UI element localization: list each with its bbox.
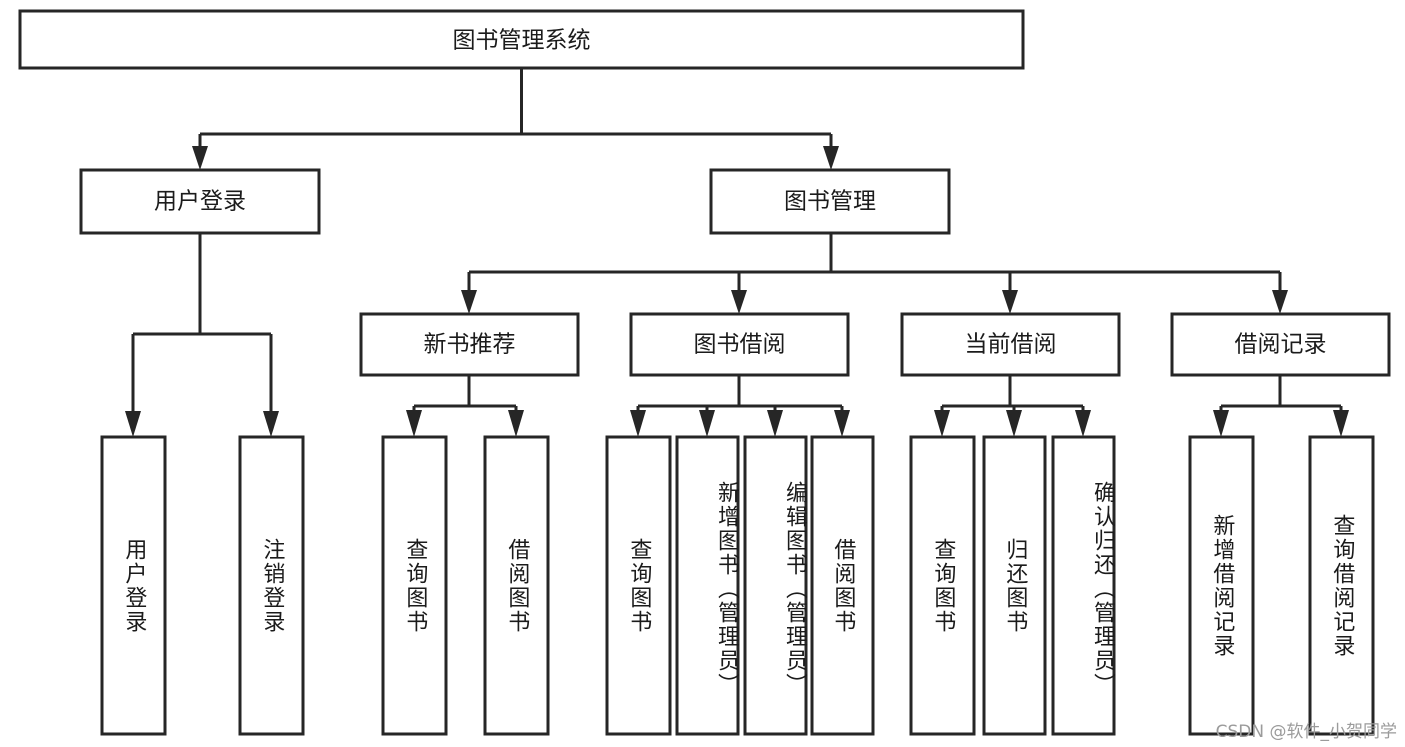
node-user-login-box[interactable]	[79, 168, 321, 235]
arrow-head-edit-book	[767, 410, 783, 437]
node-borrow-record-box[interactable]	[1170, 312, 1391, 377]
arrow-head-query-book-2	[630, 410, 646, 437]
node-leaf-add-book-box[interactable]	[675, 435, 740, 736]
arrow-head-query-book-3	[934, 410, 950, 437]
node-leaf-query-record-box[interactable]	[1308, 435, 1375, 736]
node-book-borrow-box[interactable]	[629, 312, 850, 377]
node-leaf-borrow-book-2-box[interactable]	[810, 435, 875, 736]
node-leaf-borrow-book-1-box[interactable]	[483, 435, 550, 736]
node-book-manage-box[interactable]	[709, 168, 951, 235]
arrow-head-add-book	[699, 410, 715, 437]
arrow-head-add-record	[1213, 410, 1229, 437]
node-borrow-record-label: 借阅记录	[1235, 332, 1327, 358]
node-current-borrow-box[interactable]	[900, 312, 1121, 377]
node-group: 图书管理系统 用户登录 图书管理 新书推荐 图书借阅 当前借阅 借阅记录	[18, 9, 1391, 736]
node-leaf-user-login-box[interactable]	[100, 435, 167, 736]
node-root-label: 图书管理系统	[453, 28, 591, 54]
arrow-head-query-record	[1333, 410, 1349, 437]
node-current-borrow-label: 当前借阅	[965, 332, 1057, 358]
arrow-head-book-manage	[823, 146, 839, 170]
node-new-book-rec-label: 新书推荐	[424, 332, 516, 358]
node-leaf-query-book-1-box[interactable]	[381, 435, 448, 736]
arrow-head-new-book-rec	[461, 290, 477, 314]
node-new-book-rec-box[interactable]	[359, 312, 580, 377]
node-leaf-logout-box[interactable]	[238, 435, 305, 736]
arrow-head-current-borrow	[1002, 290, 1018, 314]
arrow-head-borrow-book-2	[834, 410, 850, 437]
arrow-head-book-borrow	[731, 290, 747, 314]
node-leaf-return-book-box[interactable]	[982, 435, 1047, 736]
arrow-head-borrow-book-1	[508, 410, 524, 437]
arrow-head-confirm-return	[1075, 410, 1091, 437]
node-root-box[interactable]	[18, 9, 1025, 70]
node-book-manage-label: 图书管理	[784, 189, 876, 215]
node-leaf-add-record-box[interactable]	[1188, 435, 1255, 736]
node-book-borrow-label: 图书借阅	[694, 332, 786, 358]
node-leaf-query-book-2-box[interactable]	[605, 435, 672, 736]
node-leaf-edit-book-box[interactable]	[743, 435, 808, 736]
connector-group	[125, 68, 1349, 437]
watermark-text: CSDN @软件_小贺同学	[1215, 722, 1397, 742]
node-leaf-confirm-return-box[interactable]	[1051, 435, 1116, 736]
arrow-head-leaf-user-login	[125, 411, 141, 437]
node-user-login-label: 用户登录	[154, 189, 246, 215]
arrow-head-borrow-record	[1272, 290, 1288, 314]
arrow-head-query-book-1	[406, 410, 422, 437]
node-leaf-query-book-3-box[interactable]	[909, 435, 976, 736]
arrow-head-return-book	[1006, 410, 1022, 437]
arrow-head-leaf-logout	[263, 411, 279, 437]
arrow-head-user-login	[192, 146, 208, 170]
